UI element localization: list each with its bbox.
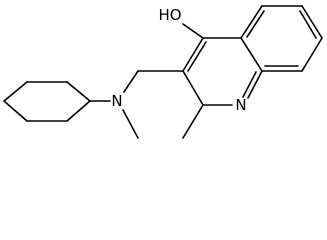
bond [301, 5, 323, 39]
hydroxyl-label: HO [158, 6, 181, 24]
bond-double-inner [299, 10, 317, 39]
amine-linkage: N [89, 70, 184, 139]
bond [66, 100, 91, 122]
bond-c2-methyl [182, 104, 204, 139]
bond-double-inner [187, 41, 207, 72]
bond [240, 5, 263, 39]
amine-nitrogen-label: N [111, 92, 122, 110]
bond-double-inner [246, 10, 265, 38]
bond [240, 37, 263, 72]
bond-c4-oh [182, 23, 204, 39]
bond [301, 37, 323, 72]
bond [3, 100, 28, 122]
molecule-diagram: N N HO [3, 5, 323, 139]
bond [3, 81, 28, 102]
bond-n-methyl [122, 109, 139, 139]
bond-double-inner [242, 71, 257, 98]
pyridine-ring: N [182, 37, 263, 114]
bond-n-ch2 [123, 70, 139, 93]
bond [182, 70, 204, 106]
bond [247, 70, 263, 99]
ring-nitrogen-label: N [235, 96, 246, 114]
bond [66, 81, 91, 102]
benzene-ring [240, 5, 323, 72]
cyclohexane-ring [3, 81, 91, 122]
bond [182, 37, 204, 72]
